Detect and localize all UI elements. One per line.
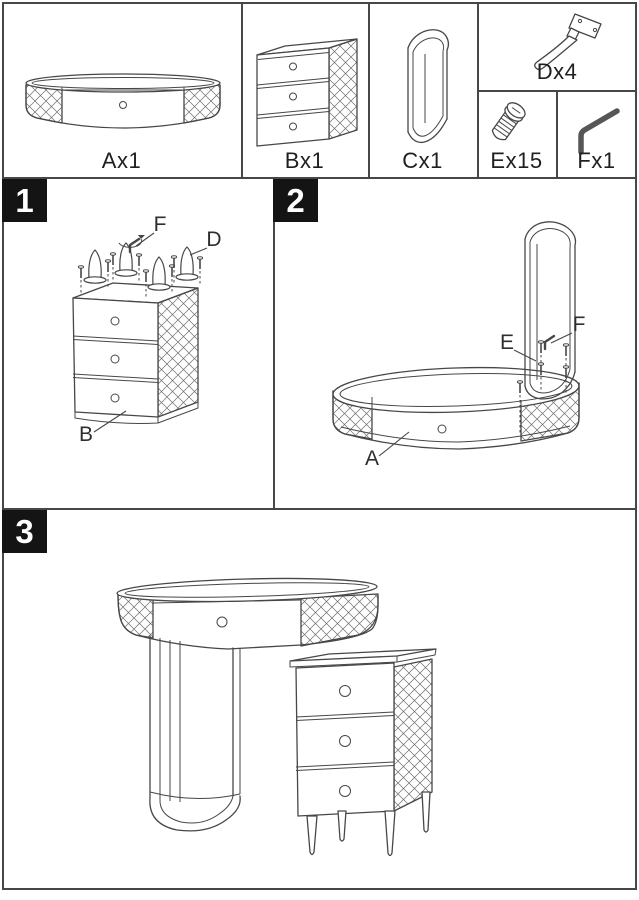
step-3-panel bbox=[2, 508, 637, 890]
parts-panel-d: Dx4 bbox=[477, 2, 637, 90]
callout-b: B bbox=[79, 423, 93, 446]
step-2-panel: E F A bbox=[273, 177, 637, 508]
drawer-knob bbox=[119, 101, 127, 109]
divider bbox=[2, 177, 637, 179]
divider bbox=[2, 508, 637, 510]
step-1-badge: 1 bbox=[2, 179, 47, 222]
part-b-label: Bx1 bbox=[284, 148, 325, 173]
callout-f: F bbox=[154, 213, 167, 236]
part-f-label: Fx1 bbox=[577, 148, 616, 173]
parts-panel-a: Ax1 bbox=[2, 2, 241, 177]
drawer-knob bbox=[437, 424, 447, 434]
divider bbox=[635, 2, 637, 890]
callout-a: A bbox=[365, 447, 379, 470]
parts-panel-b: Bx1 bbox=[241, 2, 368, 177]
part-e-label: Ex15 bbox=[490, 148, 543, 173]
step-2-badge: 2 bbox=[273, 179, 318, 222]
leg-part-drawing bbox=[534, 13, 602, 71]
cabinet-part-drawing bbox=[256, 38, 358, 147]
frame-screws bbox=[516, 339, 570, 435]
divider bbox=[2, 888, 637, 890]
part-a-label: Ax1 bbox=[101, 148, 142, 173]
divider bbox=[273, 177, 275, 508]
divider bbox=[2, 2, 4, 890]
drawer-knob bbox=[216, 616, 228, 628]
part-d-label: Dx4 bbox=[536, 59, 578, 84]
step-1-panel: F D B bbox=[2, 177, 273, 508]
cabinet-drawing bbox=[72, 282, 199, 424]
parts-panel-f: Fx1 bbox=[556, 90, 637, 177]
cabinet-legs bbox=[306, 791, 431, 857]
divider bbox=[2, 2, 637, 4]
divider bbox=[556, 90, 558, 177]
callout-f: F bbox=[573, 313, 586, 336]
callout-e: E bbox=[500, 331, 514, 354]
divider bbox=[477, 2, 479, 177]
step-2-number: 2 bbox=[286, 181, 305, 219]
step-2-diagram: E F A bbox=[332, 221, 586, 470]
desk-top-drawing bbox=[116, 577, 379, 650]
step-3-number: 3 bbox=[15, 512, 34, 550]
callout-d: D bbox=[206, 228, 221, 251]
curved-frame-leg-drawing bbox=[149, 635, 241, 832]
curved-frame-drawing bbox=[524, 221, 577, 400]
curved-frame-part-drawing bbox=[407, 29, 450, 143]
step-3-diagram bbox=[116, 577, 437, 857]
screw-part-drawing bbox=[491, 102, 526, 141]
allen-key-part-drawing bbox=[578, 108, 620, 155]
divider bbox=[241, 2, 243, 177]
part-c-label: Cx1 bbox=[402, 148, 443, 173]
parts-panel-e: Ex15 bbox=[477, 90, 556, 177]
allen-key-icon bbox=[118, 235, 145, 254]
desk-top-drawing bbox=[332, 366, 580, 450]
cabinet-drawing bbox=[289, 648, 437, 817]
divider bbox=[368, 2, 370, 177]
step-1-diagram: F D B bbox=[72, 213, 222, 446]
step-3-badge: 3 bbox=[2, 510, 47, 553]
step-1-number: 1 bbox=[15, 181, 34, 219]
parts-panel-c: Cx1 bbox=[368, 2, 477, 177]
desk-top-part-drawing bbox=[25, 73, 221, 129]
